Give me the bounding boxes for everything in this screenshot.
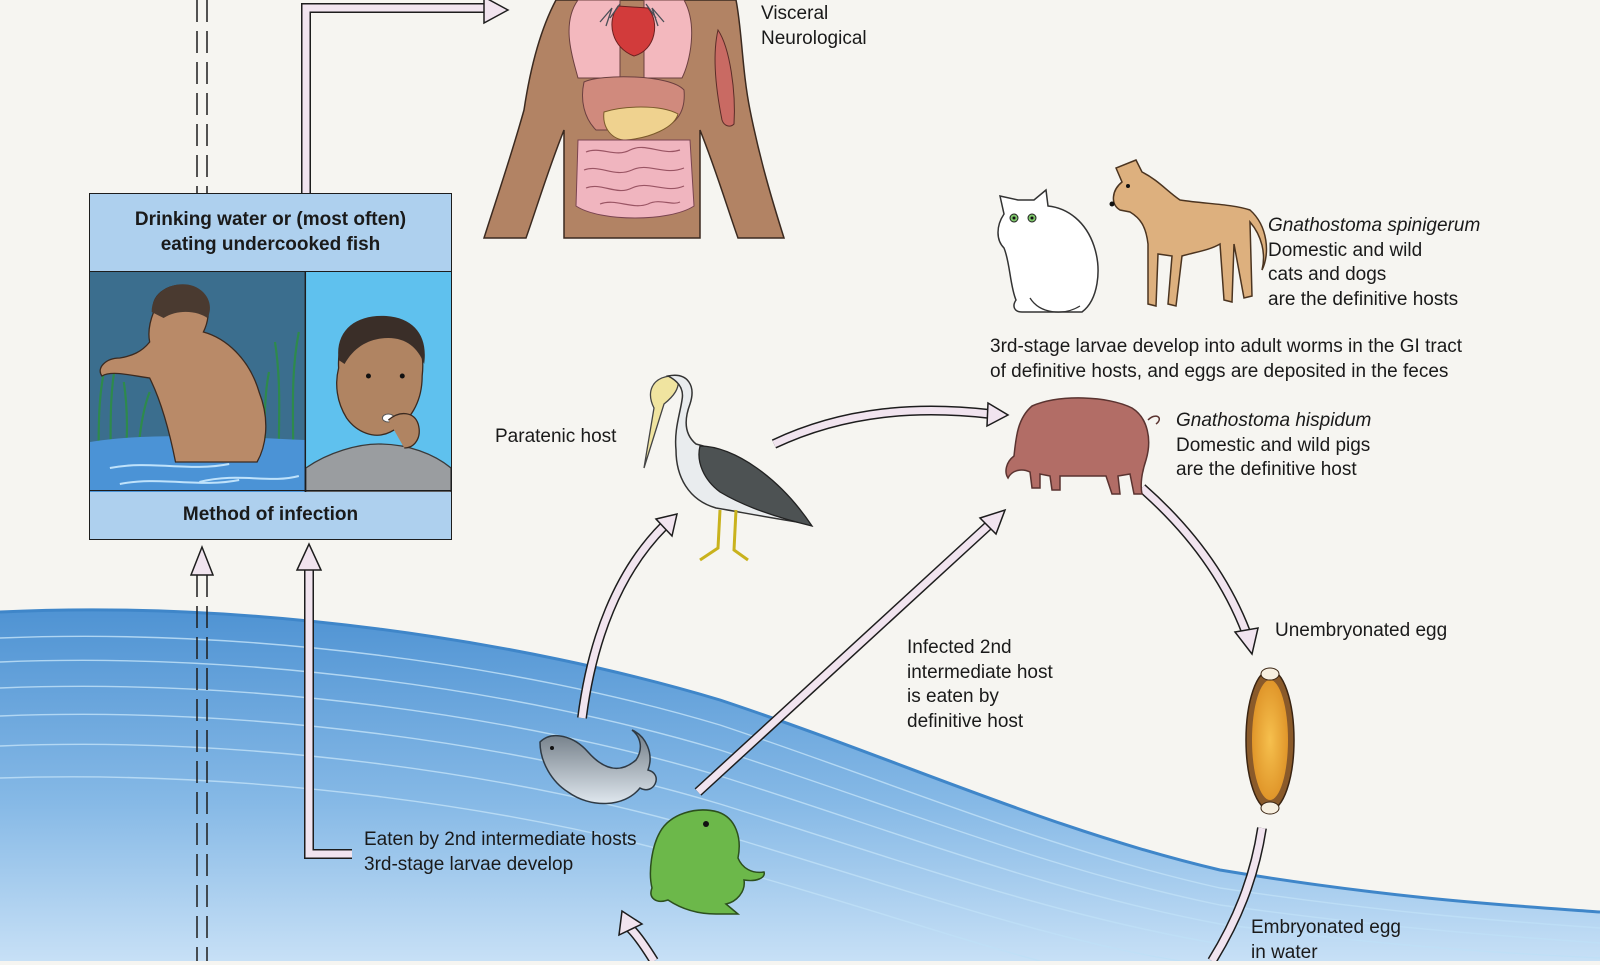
egg-illustration [1246, 668, 1294, 814]
larvae-note: 3rd-stage larvae develop into adult worm… [990, 335, 1462, 384]
spinigerum-line2: cats and dogs [1268, 263, 1480, 288]
cat-illustration [998, 190, 1098, 312]
organ-label-neurological: Neurological [761, 27, 867, 52]
spinigerum-species: Gnathostoma spinigerum [1268, 214, 1480, 239]
embryonated-line1: Embryonated egg [1251, 916, 1401, 941]
spinigerum-line3: are the definitive hosts [1268, 288, 1480, 313]
human-torso [484, 0, 784, 238]
dashed-arrowhead [191, 547, 213, 575]
infected-host-line1: Infected 2nd [907, 636, 1053, 661]
spinigerum-label: Gnathostoma spinigerum Domestic and wild… [1268, 214, 1480, 312]
hispidum-line1: Domestic and wild pigs [1176, 434, 1371, 459]
infected-host-line4: definitive host [907, 710, 1053, 735]
arrow-pig-to-egg [1142, 488, 1258, 654]
infected-host-label: Infected 2nd intermediate host is eaten … [907, 636, 1053, 734]
spinigerum-line1: Domestic and wild [1268, 239, 1480, 264]
hispidum-label: Gnathostoma hispidum Domestic and wild p… [1176, 409, 1371, 483]
arrow-pelican-to-pig [774, 403, 1008, 444]
eaten-by-label: Eaten by 2nd intermediate hosts 3rd-stag… [364, 828, 637, 877]
hispidum-species: Gnathostoma hispidum [1176, 409, 1371, 434]
paratenic-host-label: Paratenic host [495, 425, 616, 450]
water-body [0, 610, 1600, 961]
infection-box-heading: Drinking water or (most often) eating un… [90, 194, 451, 272]
arrow-box-to-body [306, 0, 508, 193]
unembryonated-egg-label: Unembryonated egg [1275, 619, 1447, 644]
infection-heading-line2: eating undercooked fish [161, 233, 381, 258]
infected-host-line3: is eaten by [907, 685, 1053, 710]
organ-labels: Visceral Neurological [761, 2, 867, 51]
dog-illustration [1110, 160, 1267, 306]
embryonated-line2: in water [1251, 941, 1401, 965]
pig-illustration [1006, 398, 1159, 494]
eaten-by-line2: 3rd-stage larvae develop [364, 853, 637, 878]
hispidum-line2: are the definitive host [1176, 458, 1371, 483]
infection-box: Drinking water or (most often) eating un… [89, 193, 452, 540]
infected-host-line2: intermediate host [907, 661, 1053, 686]
larvae-note-line1: 3rd-stage larvae develop into adult worm… [990, 335, 1462, 360]
infection-box-footer: Method of infection [90, 490, 451, 539]
larvae-note-line2: of definitive hosts, and eggs are deposi… [990, 360, 1462, 385]
embryonated-egg-label: Embryonated egg in water [1251, 916, 1401, 965]
infection-heading-line1: Drinking water or (most often) [135, 208, 406, 233]
infection-illustration [90, 272, 451, 492]
organ-label-visceral: Visceral [761, 2, 867, 27]
eaten-by-line1: Eaten by 2nd intermediate hosts [364, 828, 637, 853]
